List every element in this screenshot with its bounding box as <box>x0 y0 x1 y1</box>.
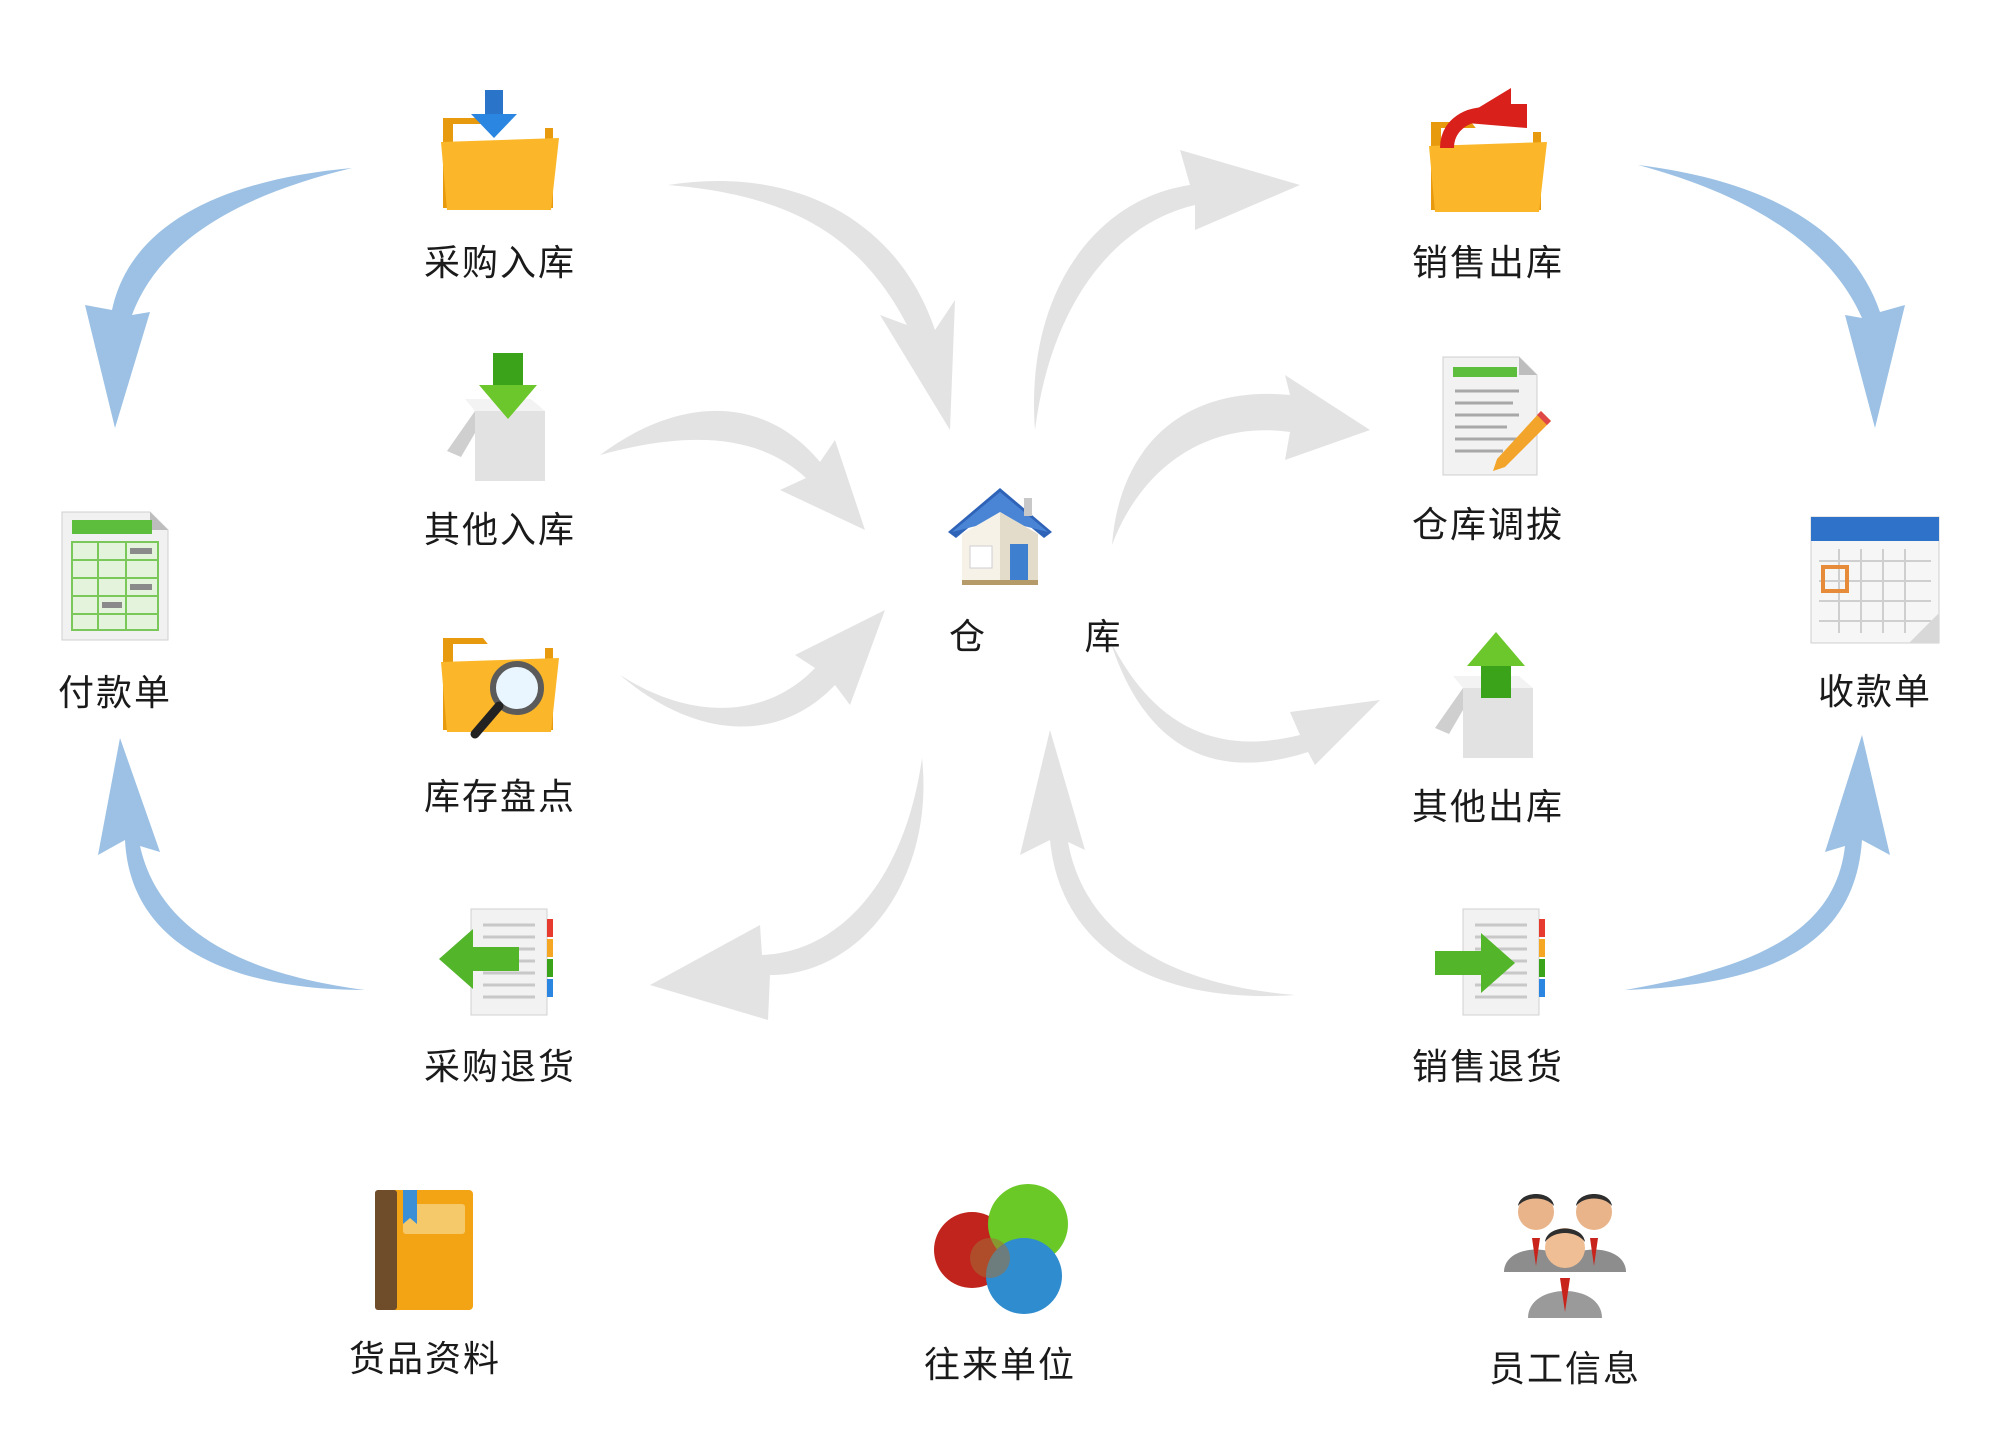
folder-upload-icon <box>1429 88 1547 212</box>
payment-label: 付款单 <box>57 673 172 714</box>
arrow-to-receipt-bottom <box>1625 735 1890 990</box>
purchase-in-node[interactable]: 采购入库 <box>395 88 605 286</box>
sales-out-node[interactable]: 销售出库 <box>1383 88 1593 286</box>
warehouse-node[interactable]: 仓 库 <box>905 480 1165 660</box>
transfer-label: 仓库调拔 <box>1411 505 1564 546</box>
circles-icon <box>934 1184 1068 1314</box>
arrow-purchase-in <box>668 180 955 430</box>
purchase-in-label: 采购入库 <box>423 243 576 284</box>
arrow-transfer <box>1112 375 1370 545</box>
box-in-icon <box>447 353 545 481</box>
arrow-other-in <box>600 410 865 530</box>
arrow-stocktake <box>620 610 885 727</box>
document-return-icon <box>439 908 553 1016</box>
folder-download-icon <box>441 90 559 210</box>
arrow-to-payment-top <box>85 168 352 428</box>
goods-info-node[interactable]: 货品资料 <box>320 1188 530 1382</box>
other-in-node[interactable]: 其他入库 <box>395 353 605 553</box>
payment-flow-arrows <box>85 165 1905 990</box>
goods-info-label: 货品资料 <box>348 1339 501 1380</box>
partners-node[interactable]: 往来单位 <box>890 1182 1110 1388</box>
purchase-return-node[interactable]: 采购退货 <box>395 905 605 1090</box>
house-icon <box>948 488 1052 585</box>
partners-label: 往来单位 <box>923 1345 1076 1386</box>
book-icon <box>375 1190 473 1310</box>
stocktake-node[interactable]: 库存盘点 <box>395 630 605 820</box>
warehouse-flow-arrows <box>600 150 1380 1020</box>
receipt-label: 收款单 <box>1817 672 1932 713</box>
stocktake-label: 库存盘点 <box>423 777 576 818</box>
arrow-to-receipt-top <box>1638 165 1905 428</box>
arrow-purchase-return <box>650 758 924 1020</box>
arrow-to-payment-bottom <box>98 738 365 990</box>
payment-node[interactable]: 付款单 <box>30 508 200 716</box>
document-forward-icon <box>1435 908 1545 1016</box>
box-out-icon <box>1435 632 1533 758</box>
warehouse-label: 仓 库 <box>949 617 1165 658</box>
sales-return-label: 销售退货 <box>1411 1047 1564 1088</box>
folder-search-icon <box>441 638 559 739</box>
purchase-return-label: 采购退货 <box>423 1047 576 1088</box>
arrow-sales-return <box>1020 730 1295 997</box>
arrow-sales-out <box>1033 150 1300 430</box>
sales-return-node[interactable]: 销售退货 <box>1383 905 1593 1090</box>
sales-out-label: 销售出库 <box>1411 243 1564 284</box>
staff-info-label: 员工信息 <box>1488 1349 1641 1390</box>
spreadsheet-icon <box>61 511 169 641</box>
calendar-icon <box>1810 516 1940 644</box>
transfer-node[interactable]: 仓库调拔 <box>1383 353 1593 548</box>
staff-info-node[interactable]: 员工信息 <box>1460 1182 1670 1392</box>
receipt-node[interactable]: 收款单 <box>1790 515 1960 715</box>
users-icon <box>1504 1194 1626 1318</box>
other-out-node[interactable]: 其他出库 <box>1383 630 1593 830</box>
other-in-label: 其他入库 <box>423 510 576 551</box>
document-edit-icon <box>1442 356 1551 476</box>
arrow-other-out <box>1110 640 1380 765</box>
other-out-label: 其他出库 <box>1411 787 1564 828</box>
